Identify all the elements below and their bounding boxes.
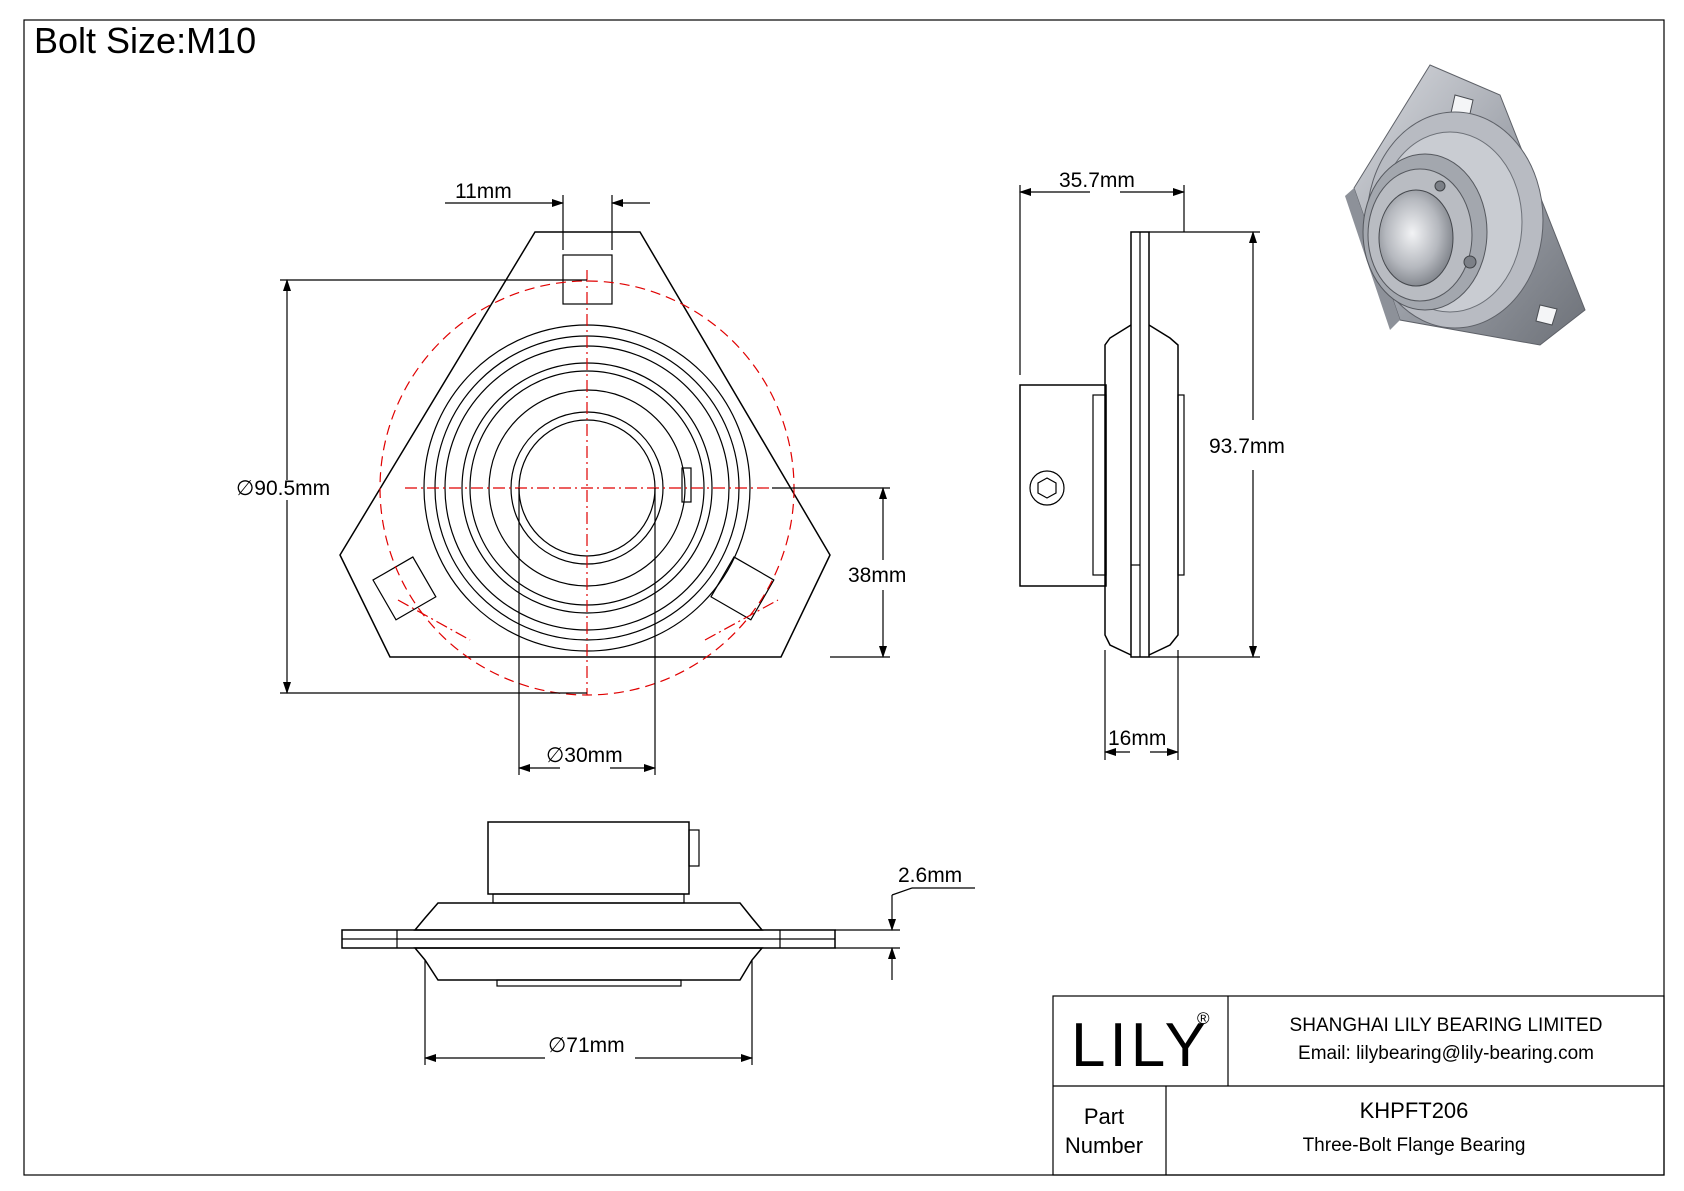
left-bolt-slot: [372, 556, 437, 621]
part-number: KHPFT206: [1360, 1098, 1469, 1123]
front-view: 11mm ∅90.5mm 38mm ∅30mm: [236, 180, 906, 775]
dim-bolt-hole-width: 11mm: [455, 180, 512, 203]
bearing-3d-render: [1345, 64, 1586, 346]
sheet-border: [23, 19, 1665, 1176]
set-screw: [681, 467, 692, 503]
dim-center-height: 38mm: [848, 564, 906, 587]
side-view: 35.7mm 93.7mm 16mm: [1019, 169, 1285, 760]
title-block: LILY ® SHANGHAI LILY BEARING LIMITED Ema…: [1052, 995, 1665, 1176]
dim-bolt-circle-diameter: ∅90.5mm: [236, 477, 330, 500]
right-bolt-slot: [710, 556, 775, 621]
dim-overall-width: 35.7mm: [1059, 169, 1135, 192]
part-label-line2: Number: [1065, 1133, 1143, 1158]
render-bore: [1378, 189, 1454, 287]
set-screw-socket: [1029, 470, 1065, 506]
dim-flange-thickness: 2.6mm: [898, 864, 962, 887]
company-email: Email: lilybearing@lily-bearing.com: [1298, 1043, 1594, 1064]
render-set-screw: [1463, 255, 1477, 269]
bolt-size-title: Bolt Size:M10: [34, 20, 256, 61]
company-name: SHANGHAI LILY BEARING LIMITED: [1290, 1015, 1603, 1036]
bottom-collar: [487, 821, 690, 895]
part-label-line1: Part: [1084, 1104, 1124, 1129]
dim-pilot-diameter: ∅71mm: [548, 1034, 625, 1057]
bottom-housing-lower: [413, 947, 764, 981]
dim-bore-diameter: ∅30mm: [546, 744, 623, 767]
bottom-view: 2.6mm ∅71mm: [341, 821, 975, 1065]
registered-mark: ®: [1197, 1009, 1210, 1028]
dim-flange-width: 16mm: [1108, 727, 1166, 750]
company-logo: LILY: [1071, 1011, 1210, 1080]
bolt-slot-centerline-left: [397, 599, 471, 641]
render-slot-bottom: [1535, 304, 1558, 326]
dim-overall-height: 93.7mm: [1209, 435, 1285, 458]
side-housing: [1104, 324, 1132, 656]
flange-outline: [339, 231, 831, 658]
bolt-slot-centerline-right: [704, 599, 779, 641]
part-description: Three-Bolt Flange Bearing: [1303, 1135, 1526, 1156]
bottom-housing-top: [413, 902, 764, 931]
